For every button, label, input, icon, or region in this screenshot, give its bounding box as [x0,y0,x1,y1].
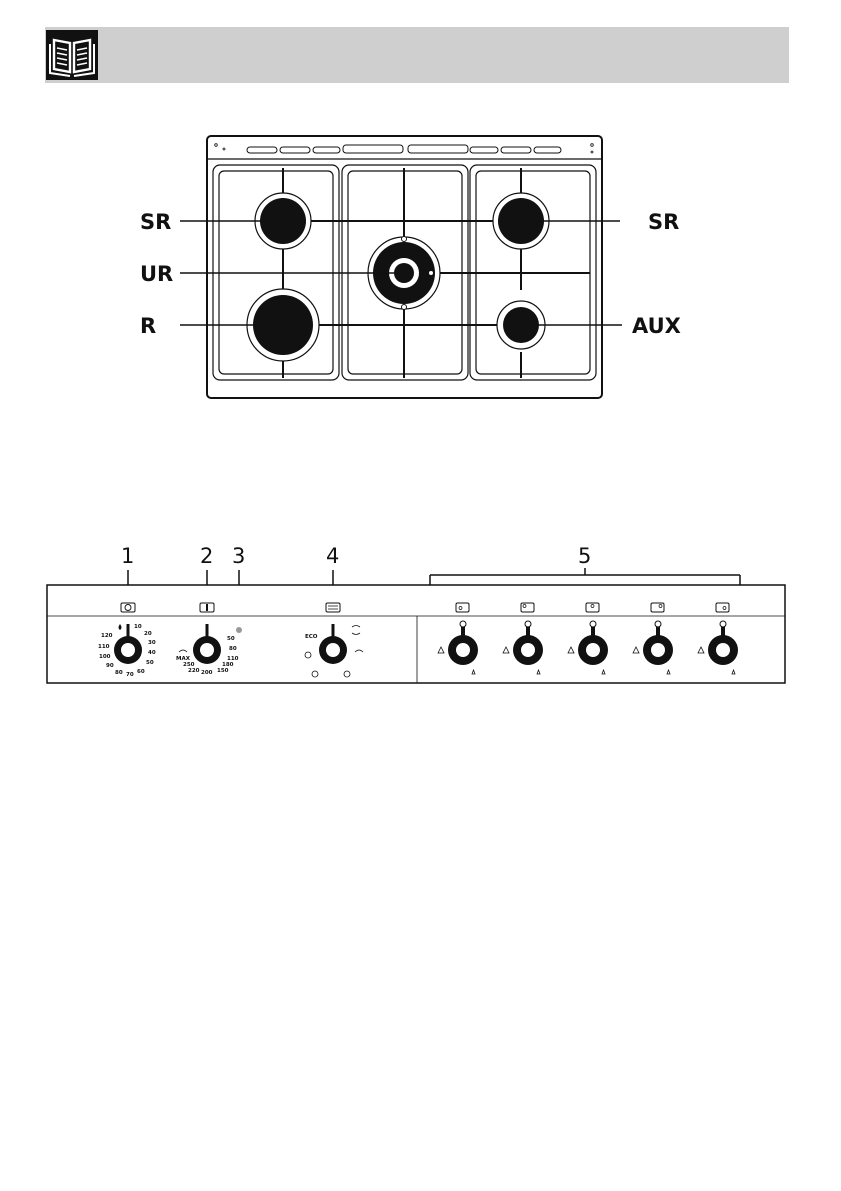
label-ur: UR [140,262,173,286]
svg-text:110: 110 [98,644,110,650]
svg-text:90: 90 [106,663,114,669]
svg-text:100: 100 [99,654,111,660]
callout-4: 4 [326,544,339,568]
callout-2: 2 [200,544,213,568]
header-bar [45,27,789,83]
svg-text:80: 80 [229,646,237,652]
svg-text:50: 50 [227,636,235,642]
label-r: R [140,314,156,338]
indicator-light [236,627,242,633]
svg-text:200: 200 [201,670,213,676]
svg-text:80: 80 [115,670,123,676]
svg-text:10: 10 [134,624,142,630]
callout-1: 1 [121,544,134,568]
eco-label: ECO [305,634,318,640]
svg-text:50: 50 [146,660,154,666]
label-sr-right: SR [648,210,679,234]
callout-3: 3 [232,544,245,568]
control-panel-diagram: 1 2 3 4 5 10 20 30 40 50 60 70 80 90 100… [40,540,800,690]
svg-text:70: 70 [126,672,134,678]
svg-text:60: 60 [137,669,145,675]
svg-text:220: 220 [188,668,200,674]
label-sr-left: SR [140,210,171,234]
svg-text:250: 250 [183,662,195,668]
callout-5: 5 [578,544,591,568]
svg-text:MAX: MAX [176,656,191,662]
svg-text:30: 30 [148,640,156,646]
book-icon [46,30,98,80]
svg-text:40: 40 [148,650,156,656]
svg-text:180: 180 [222,662,234,668]
label-aux: AUX [632,314,681,338]
hob-diagram: SR UR R SR AUX [120,125,720,410]
svg-text:150: 150 [217,668,229,674]
svg-text:20: 20 [144,631,152,637]
svg-text:120: 120 [101,633,113,639]
